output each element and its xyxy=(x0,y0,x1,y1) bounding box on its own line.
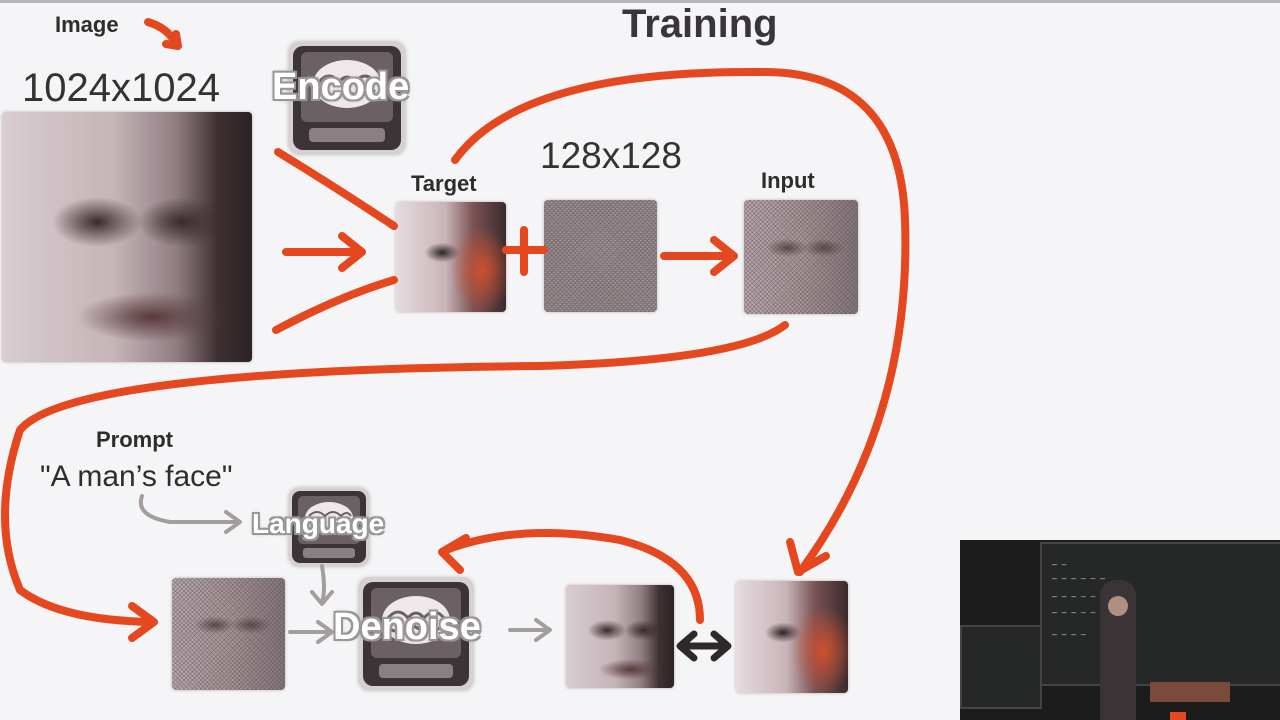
top-border xyxy=(0,0,1280,3)
encode-brain-icon xyxy=(289,42,405,154)
denoise-label: Denoise xyxy=(333,606,481,648)
lecturer-video-inset: — — — — — — — — — — — — — — — — — — — — … xyxy=(960,540,1280,720)
comparison-target-image xyxy=(736,581,848,693)
input-to-denoise-arrow xyxy=(1,321,789,626)
denoise-brain-icon xyxy=(359,578,473,690)
denoised-output-image xyxy=(566,585,674,688)
target-loop-arrow xyxy=(451,67,910,576)
encode-label: Encode xyxy=(272,66,410,108)
feedback-arrow xyxy=(442,529,704,624)
target-latent-image xyxy=(396,202,506,312)
noise-image xyxy=(544,200,657,312)
denoise-input-image xyxy=(172,578,285,690)
noisy-input-image xyxy=(744,200,858,314)
lecturer-head xyxy=(1108,596,1128,616)
chalkboard-left xyxy=(960,625,1042,709)
prompt-text: "A man’s face" xyxy=(40,460,233,493)
lectern xyxy=(1150,682,1230,702)
language-label: Language xyxy=(252,508,385,539)
red-marker xyxy=(1170,712,1186,720)
target-label: Target xyxy=(411,171,477,196)
chalkboard-right xyxy=(1040,542,1280,686)
image-pointer-arrow xyxy=(144,18,180,48)
image-label: Image xyxy=(55,12,119,37)
prompt-label: Prompt xyxy=(96,427,173,452)
encode-bottom-arrow xyxy=(272,276,398,334)
latent-size-label: 128x128 xyxy=(540,135,682,176)
input-label: Input xyxy=(761,168,815,193)
encode-top-arrow xyxy=(274,148,398,230)
language-to-denoise-arrow xyxy=(320,564,326,604)
image-size-label: 1024x1024 xyxy=(22,66,220,110)
prompt-to-language-arrow xyxy=(138,494,240,524)
language-brain-icon xyxy=(289,488,369,566)
slide-title: Training xyxy=(622,2,778,46)
compare-arrow xyxy=(676,630,732,662)
source-face-image xyxy=(2,112,252,362)
